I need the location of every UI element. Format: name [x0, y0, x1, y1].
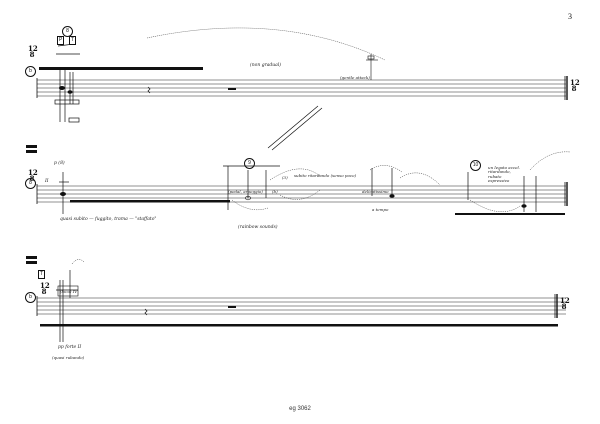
- annotation-legato: un legato accel. ritardando, rubato espr…: [488, 165, 521, 184]
- system-1-arc: [146, 27, 386, 61]
- box-mark-p: P: [57, 36, 65, 45]
- system-2-rehearsal-mark: 8: [25, 178, 36, 189]
- annotation-gentle-attack: (gentle attack): [340, 75, 370, 80]
- page-footer: eg 3062: [289, 406, 311, 412]
- circle-mark-9: 9: [244, 158, 255, 169]
- system-separator-1: [26, 145, 37, 148]
- half-rest-3: [228, 306, 236, 308]
- system-3-staff: [37, 297, 566, 315]
- system-1-time-signature-start: 12 8: [28, 44, 38, 59]
- annotation-non-gradual: (non gradual): [250, 63, 282, 68]
- system-3-rehearsal-mark: b: [25, 292, 36, 303]
- marking-dynamic: p (8): [54, 161, 65, 166]
- box-mark-t: T: [69, 36, 77, 45]
- system-1-staff: [37, 79, 566, 97]
- system-2-phrase-curves: [231, 151, 571, 212]
- system-1-rehearsal-mark: b: [25, 66, 36, 77]
- system-3-time-signature-start: 12 8: [40, 281, 50, 296]
- system-3-time-signature-end: 12 8: [560, 296, 570, 311]
- annotation-quasi-rubando: (quasi rubando): [52, 355, 85, 360]
- marking-roman: II: [45, 179, 49, 184]
- annotation-pp-forte: pp forte II: [58, 345, 82, 350]
- cluster-label: (loco) IV: [60, 289, 78, 294]
- system-1-cluster: [54, 43, 80, 123]
- annotation-subito: subito ritardando (senso poco): [294, 173, 357, 178]
- system-2-staff: [37, 185, 566, 203]
- circle-mark-10: 10: [470, 160, 481, 171]
- annotation-quasi-subito: quasi subito — fuggito, trama — "staffat…: [60, 217, 157, 222]
- glissando-line: [267, 105, 319, 149]
- annotation-a-tempo: a tempo: [372, 207, 389, 212]
- system-separator-2: [26, 256, 37, 259]
- box-mark-t-3: T: [38, 270, 46, 279]
- annotation-3: (3): [282, 175, 288, 180]
- system-3-cluster: [56, 270, 78, 342]
- half-rest-1: [228, 88, 236, 90]
- page-number: 3: [568, 12, 572, 21]
- system-1-thick-line: [39, 67, 203, 70]
- system-1-notehead: [59, 86, 65, 90]
- system-2-thick-line-2: [455, 213, 565, 215]
- annotation-rainbow: (rainbow sounds): [238, 225, 278, 230]
- quarter-rest-1: [147, 86, 151, 94]
- quarter-rest-3: [144, 308, 148, 316]
- system-1-circle-mark: 8: [62, 26, 73, 37]
- system-3-thick-line: [40, 324, 558, 327]
- annotation-delicatissimo: delicatissimo: [362, 189, 389, 194]
- annotation-b: (b): [272, 189, 278, 194]
- system-2-thick-line-1: [70, 200, 230, 203]
- annotation-pedal: (pedal, arpeggio): [228, 189, 263, 194]
- system-1-time-signature-end: 12 8: [570, 78, 580, 93]
